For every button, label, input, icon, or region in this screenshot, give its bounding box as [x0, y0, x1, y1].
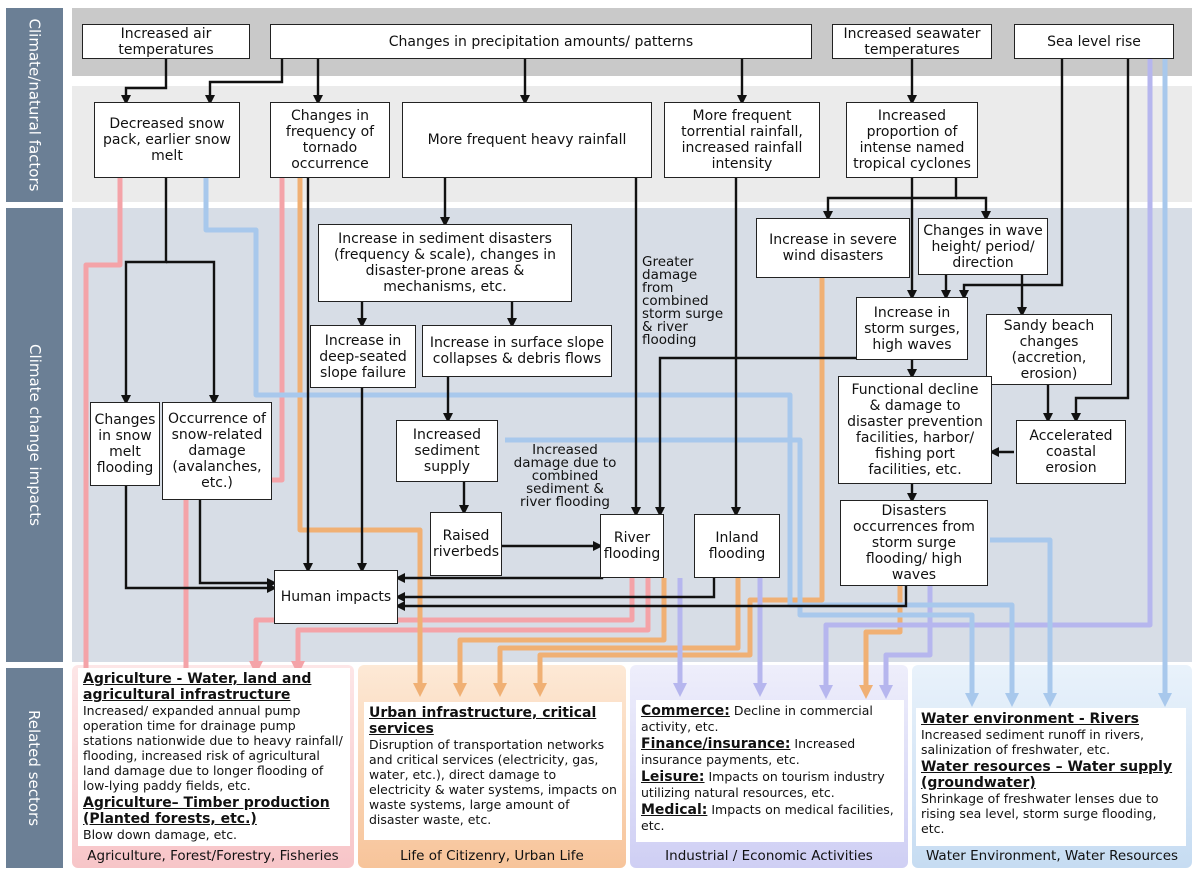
arrow-snow-to-snowdamage	[166, 260, 219, 405]
agri-timber-body: Blow down damage, etc.	[83, 827, 238, 842]
box-snow-related-damage: Occurrence of snow-related damage (avala…	[162, 402, 272, 500]
arrow-cyclones-to-wave	[956, 196, 991, 221]
water-supply-title: Water resources – Water supply (groundwa…	[921, 759, 1173, 791]
box-surface-slope: Increase in surface slope collapses & de…	[422, 325, 612, 377]
arrow-orange-disasters	[859, 585, 903, 699]
box-sediment-disasters: Increase in sediment disasters (frequenc…	[318, 224, 572, 302]
industry-finance: Finance/insurance: Increased insurance p…	[641, 736, 856, 767]
arrow-pink-snow	[79, 178, 123, 687]
arrow-orange-inland	[493, 578, 741, 697]
box-functional-decline: Functional decline & damage to disaster …	[838, 376, 992, 484]
arrow-pink-river-1	[249, 578, 635, 675]
band-label-climate: Climate/natural factors	[6, 8, 63, 202]
arrow-blue-snow	[203, 178, 1019, 707]
sector-water: Water environment - Rivers Increased sed…	[916, 708, 1186, 846]
band-label-impacts: Climate change impacts	[6, 208, 63, 662]
arrow-orange-wind	[533, 278, 825, 697]
arrow-purple-disasters	[879, 585, 933, 699]
water-supply-body: Shrinkage of freshwater lenses due to ri…	[921, 791, 1159, 836]
box-raised-riverbeds: Raised riverbeds	[430, 512, 502, 576]
label-greater-damage: Greater damage from combined storm surge…	[642, 254, 724, 348]
sector-agriculture: Agriculture - Water, land and agricultur…	[78, 668, 350, 846]
label-increased-damage: Increased damage due to combined sedimen…	[513, 442, 617, 510]
box-disaster-occurrences: Disasters occurrences from storm surge f…	[840, 500, 988, 586]
box-sediment-supply: Increased sediment supply	[396, 420, 498, 482]
sector-urban: Urban infrastructure, critical services …	[364, 702, 622, 840]
box-river-flooding: River flooding	[600, 514, 664, 578]
arrow-precip-to-snow	[205, 58, 284, 105]
urban-body: Disruption of transportation networks an…	[369, 737, 617, 827]
box-seawater-temperatures: Increased seawater temperatures	[832, 24, 992, 59]
arrow-meltflood-to-human	[124, 486, 277, 593]
arrow-blue-sediment	[505, 437, 979, 707]
footer-industry: Industrial / Economic Activities	[665, 848, 873, 864]
box-severe-wind: Increase in severe wind disasters	[756, 218, 910, 278]
arrow-cyclones-to-wind	[823, 178, 958, 221]
agri-timber-title: Agriculture– Timber production (Planted …	[83, 795, 330, 827]
box-precipitation-changes: Changes in precipitation amounts/ patter…	[270, 24, 812, 59]
sector-industry: Commerce: Decline in commercial activity…	[636, 700, 904, 842]
arrow-storm-to-river	[655, 356, 856, 517]
arrow-sealevel-to-coastal	[1071, 58, 1130, 423]
water-rivers-body: Increased sediment runoff in rivers, sal…	[921, 727, 1144, 757]
arrow-snowdamage-to-human	[198, 500, 277, 588]
box-sea-level-rise: Sea level rise	[1014, 24, 1174, 59]
arrow-purple-sealevel	[819, 58, 1153, 699]
box-human-impacts: Human impacts	[274, 570, 398, 624]
arrow-pink-river-2	[291, 578, 651, 675]
arrow-blue-disasters	[990, 537, 1057, 707]
arrow-disasters-to-human	[395, 586, 908, 611]
box-tropical-cyclones: Increased proportion of intense named tr…	[846, 102, 978, 178]
arrow-air-to-snow	[121, 58, 168, 105]
box-torrential-rainfall: More frequent torrential rainfall, incre…	[664, 102, 820, 178]
water-rivers-title: Water environment - Rivers	[921, 711, 1139, 727]
agri-water-title: Agriculture - Water, land and agricultur…	[83, 671, 312, 703]
industry-leisure: Leisure: Impacts on tourism industry uti…	[641, 769, 885, 800]
box-deep-seated-slope: Increase in deep-seated slope failure	[310, 325, 416, 388]
box-snow-melt-flooding: Changes in snow melt flooding	[90, 402, 160, 486]
arrow-snow-to-meltflood	[121, 178, 168, 405]
arrow-orange-river	[453, 578, 667, 697]
box-heavy-rainfall: More frequent heavy rainfall	[402, 102, 652, 178]
arrow-sealevel-to-storm	[959, 58, 1064, 300]
arrow-orange-tornado	[297, 178, 427, 697]
box-coastal-erosion: Accelerated coastal erosion	[1016, 420, 1126, 484]
footer-water: Water Environment, Water Resources	[925, 848, 1179, 864]
industry-medical: Medical: Impacts on medical facilities, …	[641, 802, 894, 833]
industry-commerce: Commerce: Decline in commercial activity…	[641, 703, 873, 734]
box-wave-changes: Changes in wave height/ period/ directio…	[918, 218, 1048, 275]
box-storm-surges: Increase in storm surges, high waves	[856, 297, 968, 360]
box-decreased-snow-pack: Decreased snow pack, earlier snow melt	[94, 102, 240, 178]
footer-agriculture: Agriculture, Forest/Forestry, Fisheries	[87, 848, 339, 864]
agri-water-body: Increased/ expanded annual pump operatio…	[83, 703, 343, 793]
arrow-inland-to-human	[395, 578, 716, 602]
box-tornado-frequency: Changes in frequency of tornado occurren…	[270, 102, 390, 178]
urban-title: Urban infrastructure, critical services	[369, 705, 597, 737]
box-sandy-beach: Sandy beach changes (accretion, erosion)	[986, 314, 1112, 385]
box-inland-flooding: Inland flooding	[694, 514, 780, 578]
box-increased-air-temperatures: Increased air temperatures	[82, 24, 250, 59]
footer-urban: Life of Citizenry, Urban Life	[400, 848, 584, 864]
band-label-sectors: Related sectors	[6, 668, 63, 868]
